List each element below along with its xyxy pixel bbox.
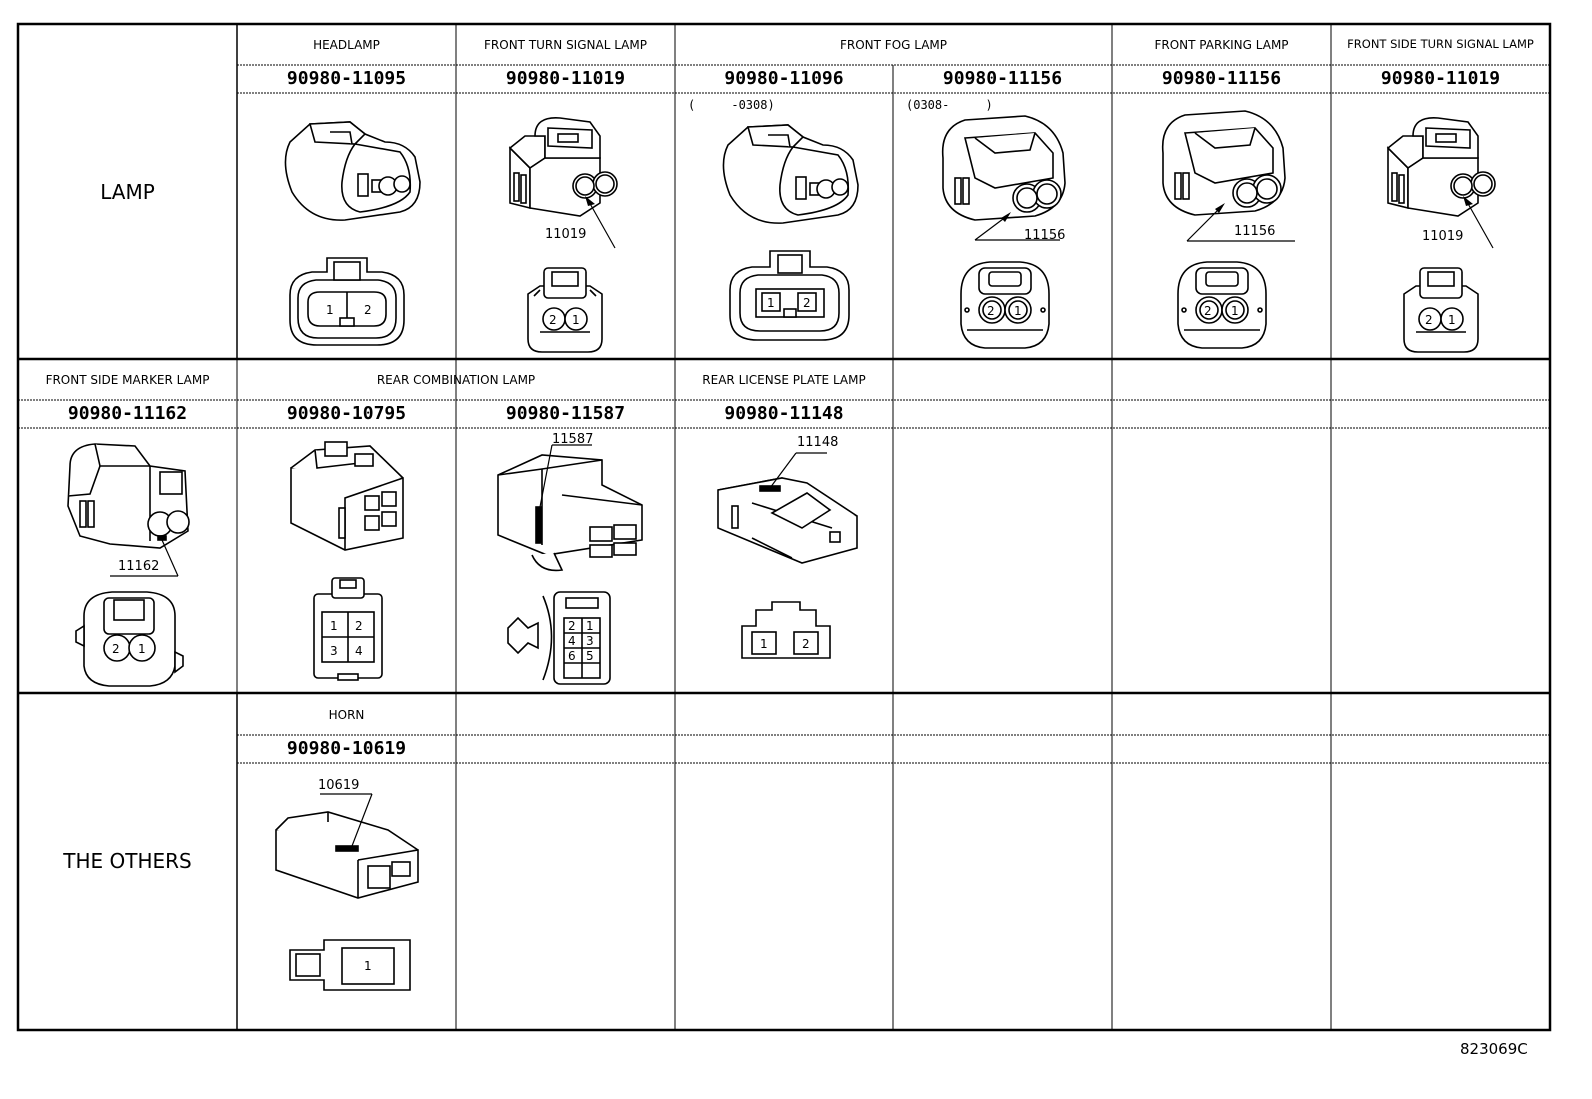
rear-combination-a-pin-2: 2 bbox=[355, 619, 363, 633]
front-turn-connector-iso bbox=[500, 108, 630, 262]
rear-combination-b-pin-5: 5 bbox=[586, 649, 594, 663]
fog-date-a: ( -0308) bbox=[688, 98, 775, 112]
section-lamp: LAMP bbox=[100, 180, 155, 204]
front-side-turn-connector-iso bbox=[1378, 108, 1508, 262]
rear-combination-b-ref: 11587 bbox=[552, 432, 594, 447]
front-fog-label: FRONT FOG LAMP bbox=[839, 38, 948, 52]
drawing-code: 823069C bbox=[1460, 1040, 1528, 1058]
front-fog-b-connector-face: 2 1 bbox=[955, 254, 1055, 358]
rear-combination-b-pin-1: 1 bbox=[586, 619, 594, 633]
rear-license-label: REAR LICENSE PLATE LAMP bbox=[702, 373, 866, 387]
front-fog-part-number-b: 90980-11156 bbox=[942, 68, 1063, 89]
horn-part-number: 90980-10619 bbox=[286, 738, 407, 759]
front-parking-pin-2: 2 bbox=[1204, 304, 1212, 318]
horn-connector-iso bbox=[268, 790, 428, 909]
front-fog-b-ref: 11156 bbox=[1024, 228, 1066, 243]
horn-ref: 10619 bbox=[318, 778, 360, 793]
rear-combination-a-connector-face: 1 2 3 4 bbox=[308, 572, 388, 686]
fog-date-b: (0308- ) bbox=[906, 98, 993, 112]
front-fog-a-connector-iso bbox=[708, 115, 868, 234]
rear-combination-b-connector-face: 2 1 4 3 6 5 bbox=[498, 588, 618, 692]
front-side-turn-pin-1: 1 bbox=[1448, 313, 1456, 327]
front-side-marker-connector-face: 2 1 bbox=[72, 586, 187, 694]
front-side-marker-label: FRONT SIDE MARKER LAMP bbox=[45, 373, 210, 387]
front-side-turn-ref: 11019 bbox=[1422, 229, 1464, 244]
front-side-marker-part-number: 90980-11162 bbox=[67, 403, 188, 424]
rear-license-connector-iso bbox=[712, 448, 862, 577]
front-fog-b-pin-2: 2 bbox=[987, 304, 995, 318]
front-parking-connector-face: 2 1 bbox=[1172, 254, 1272, 358]
rear-license-pin-1: 1 bbox=[760, 637, 768, 651]
front-turn-part-number: 90980-11019 bbox=[505, 68, 626, 89]
headlamp-connector-iso bbox=[270, 112, 430, 231]
rear-combination-label: REAR COMBINATION LAMP bbox=[376, 373, 536, 387]
rear-license-connector-face: 1 2 bbox=[736, 598, 836, 670]
rear-combination-b-pin-3: 3 bbox=[586, 634, 594, 648]
front-side-marker-pin-1: 1 bbox=[138, 642, 146, 656]
headlamp-label: HEADLAMP bbox=[313, 38, 380, 52]
rear-combination-b-pin-6: 6 bbox=[568, 649, 576, 663]
rear-license-pin-2: 2 bbox=[802, 637, 810, 651]
front-turn-pin-1: 1 bbox=[572, 313, 580, 327]
rear-license-part-number: 90980-11148 bbox=[724, 403, 844, 424]
front-side-turn-label: FRONT SIDE TURN SIGNAL LAMP bbox=[1347, 37, 1534, 51]
front-parking-ref: 11156 bbox=[1234, 224, 1276, 239]
front-turn-connector-face: 2 1 bbox=[520, 264, 610, 360]
front-fog-b-connector-iso bbox=[935, 108, 1075, 252]
front-fog-a-pin-1: 1 bbox=[767, 296, 775, 310]
rear-combination-a-pin-4: 4 bbox=[355, 644, 363, 658]
rear-combination-a-connector-iso bbox=[285, 438, 415, 562]
front-turn-ref: 11019 bbox=[545, 227, 587, 242]
rear-combination-b-connector-iso bbox=[492, 444, 652, 584]
horn-pin-1: 1 bbox=[364, 959, 372, 973]
rear-combination-a-pin-3: 3 bbox=[330, 644, 338, 658]
front-side-marker-ref: 11162 bbox=[118, 559, 160, 574]
front-parking-label: FRONT PARKING LAMP bbox=[1154, 38, 1289, 52]
rear-combination-a-pin-1: 1 bbox=[330, 619, 338, 633]
front-side-turn-connector-face: 2 1 bbox=[1396, 264, 1486, 360]
rear-combination-b-pin-4: 4 bbox=[568, 634, 576, 648]
rear-combination-part-number-a: 90980-10795 bbox=[286, 403, 407, 424]
front-turn-label: FRONT TURN SIGNAL LAMP bbox=[484, 38, 647, 52]
front-side-turn-part-number: 90980-11019 bbox=[1380, 68, 1501, 89]
front-fog-part-number-a: 90980-11096 bbox=[724, 68, 844, 89]
horn-label: HORN bbox=[328, 708, 365, 722]
headlamp-connector-face: 1 2 bbox=[282, 250, 412, 354]
rear-license-ref: 11148 bbox=[797, 435, 839, 450]
horn-connector-face: 1 bbox=[284, 934, 419, 1000]
front-fog-a-pin-2: 2 bbox=[803, 296, 811, 310]
front-parking-connector-iso bbox=[1155, 103, 1300, 252]
section-others: THE OTHERS bbox=[63, 849, 192, 873]
headlamp-pin-2: 2 bbox=[364, 303, 372, 317]
front-fog-a-connector-face: 1 2 bbox=[722, 245, 857, 349]
headlamp-part-number: 90980-11095 bbox=[286, 68, 407, 89]
front-side-marker-pin-2: 2 bbox=[112, 642, 120, 656]
front-parking-part-number: 90980-11156 bbox=[1161, 68, 1282, 89]
front-parking-pin-1: 1 bbox=[1231, 304, 1239, 318]
front-side-marker-connector-iso bbox=[60, 436, 200, 580]
headlamp-pin-1: 1 bbox=[326, 303, 334, 317]
front-side-turn-pin-2: 2 bbox=[1425, 313, 1433, 327]
rear-combination-part-number-b: 90980-11587 bbox=[505, 403, 626, 424]
rear-combination-b-pin-2: 2 bbox=[568, 619, 576, 633]
front-turn-pin-2: 2 bbox=[549, 313, 557, 327]
front-fog-b-pin-1: 1 bbox=[1014, 304, 1022, 318]
